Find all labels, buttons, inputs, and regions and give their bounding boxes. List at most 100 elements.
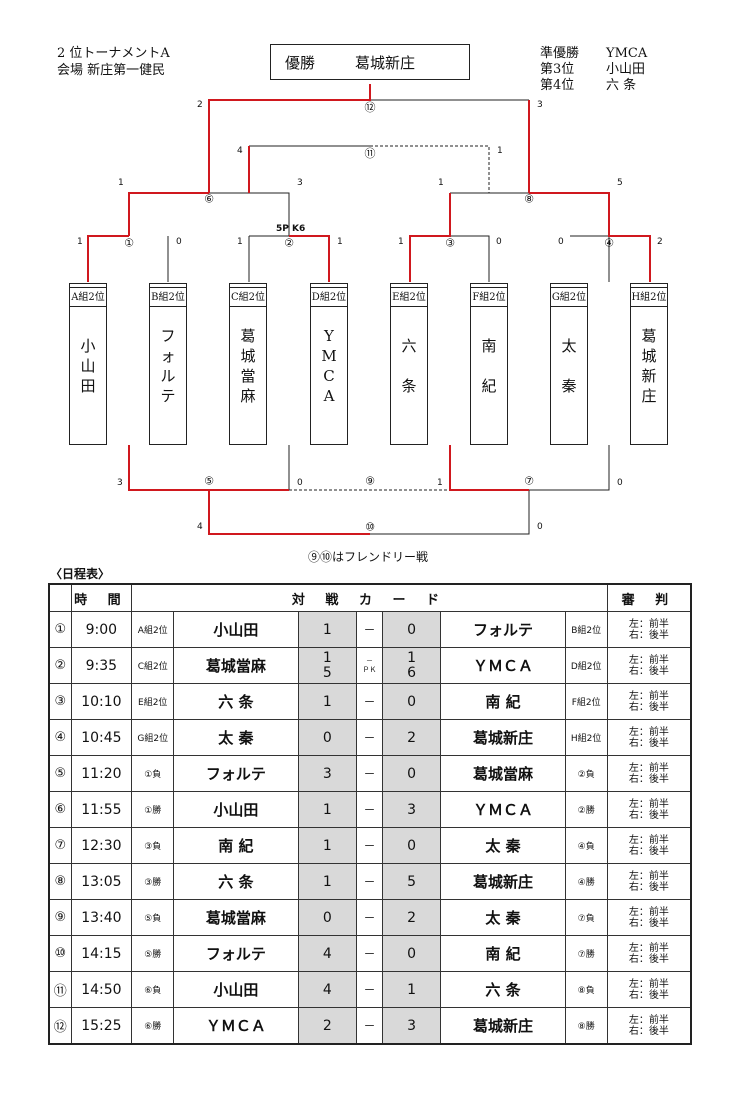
match-time: 13:40 — [70, 899, 133, 936]
match-time: 10:45 — [70, 719, 133, 756]
score-dash: － — [356, 827, 383, 864]
team-name-char: 山 — [80, 357, 96, 375]
left-score: 3 — [297, 755, 358, 792]
referee: 左：前半右：後半 — [606, 935, 692, 972]
match-time: 10:10 — [70, 683, 133, 720]
team-name-char: Y — [324, 327, 334, 345]
referee-left: 左：前半 — [628, 834, 669, 846]
right-score: 3 — [381, 1007, 442, 1045]
score-m7-left: 1 — [437, 478, 443, 488]
header-time: 時 間 — [70, 583, 133, 612]
score-dash: － — [356, 791, 383, 828]
team-name-char: 太 — [561, 337, 577, 355]
left-score-pk: 5 — [322, 664, 332, 681]
left-team: 太 秦 — [173, 719, 299, 756]
left-team: 六 条 — [173, 683, 299, 720]
right-source: D組2位 — [564, 647, 608, 684]
match-no: ⑨ — [48, 899, 72, 936]
pk-label: ＰＫ — [362, 665, 377, 674]
right-team: ＹＭＣＡ — [440, 791, 566, 828]
match-no: ⑪ — [48, 971, 72, 1008]
header-card: 対 戦 カ ー ド — [131, 583, 608, 612]
right-team: ＹＭＣＡ — [440, 647, 566, 684]
referee-left: 左：前半 — [628, 762, 669, 774]
left-team: 葛城當麻 — [173, 647, 299, 684]
referee: 左：前半右：後半 — [606, 1007, 692, 1045]
match-label-4: ④ — [604, 236, 614, 250]
referee: 左：前半右：後半 — [606, 683, 692, 720]
referee-left: 左：前半 — [628, 654, 669, 666]
team-name-char: 田 — [80, 377, 96, 395]
right-source: ⑧負 — [564, 971, 608, 1008]
referee-left: 左：前半 — [628, 690, 669, 702]
score-dash: －ＰＫ — [356, 647, 383, 684]
referee: 左：前半右：後半 — [606, 863, 692, 900]
match-no: ② — [48, 647, 72, 684]
bracket-lines — [87, 84, 651, 535]
left-score: 4 — [297, 971, 358, 1008]
left-score: 1 — [297, 611, 358, 648]
score-dash: － — [356, 899, 383, 936]
right-team: フォルテ — [440, 611, 566, 648]
right-score-pk: 6 — [407, 664, 417, 681]
team-box: 葛城當麻 — [229, 287, 267, 445]
referee-left: 左：前半 — [628, 798, 669, 810]
right-team: 葛城新庄 — [440, 1007, 566, 1045]
team-name-char: A — [323, 387, 335, 405]
match-no: ⑫ — [48, 1007, 72, 1045]
score-m11-right: 1 — [497, 146, 503, 156]
friendly-note: ⑨⑩はフレンドリー戦 — [308, 550, 429, 564]
right-score: 2 — [381, 719, 442, 756]
referee-right: 右：後半 — [628, 701, 669, 713]
tournament-title: 2 位トーナメントA — [57, 46, 170, 61]
right-source: ⑦負 — [564, 899, 608, 936]
match-no: ⑦ — [48, 827, 72, 864]
team-name-char: 城 — [641, 347, 657, 365]
match-label-12: ⑫ — [364, 101, 376, 114]
referee: 左：前半右：後半 — [606, 827, 692, 864]
team-name-char: テ — [160, 387, 176, 405]
score-m7-right: 0 — [617, 478, 623, 488]
score-m8-left: 1 — [438, 178, 444, 188]
referee-left: 左：前半 — [628, 870, 669, 882]
team-name-char: 南 — [481, 337, 497, 355]
schedule-header-row: 時 間 対 戦 カ ー ド 審 判 — [48, 583, 692, 612]
left-score: 1 — [297, 683, 358, 720]
team-box: 太秦 — [550, 287, 588, 445]
right-score: 2 — [381, 899, 442, 936]
right-score: 0 — [381, 827, 442, 864]
winner-box: 優勝 葛城新庄 — [270, 44, 470, 80]
referee: 左：前半右：後半 — [606, 611, 692, 648]
score-m6-left: 1 — [118, 178, 124, 188]
right-score: 0 — [381, 611, 442, 648]
team-name-char: 条 — [401, 377, 417, 395]
referee-right: 右：後半 — [628, 953, 669, 965]
referee: 左：前半右：後半 — [606, 719, 692, 756]
score-dash: － — [356, 611, 383, 648]
left-team: 六 条 — [173, 863, 299, 900]
right-score-main: 1 — [407, 649, 417, 666]
right-team: 葛城新庄 — [440, 863, 566, 900]
right-source: ④勝 — [564, 863, 608, 900]
right-score: 0 — [381, 683, 442, 720]
score-dash: － — [356, 935, 383, 972]
left-source: ①勝 — [131, 791, 175, 828]
right-team: 葛城新庄 — [440, 719, 566, 756]
match-time: 12:30 — [70, 827, 133, 864]
team-name-char: M — [321, 347, 337, 365]
score-m5-right: 0 — [297, 478, 303, 488]
team-box: フォルテ — [149, 287, 187, 445]
match-no: ⑩ — [48, 935, 72, 972]
score-m2-right: 1 — [337, 237, 343, 247]
match-no: ⑥ — [48, 791, 72, 828]
score-m11-left: 4 — [237, 146, 243, 156]
match-label-7: ⑦ — [524, 474, 534, 488]
